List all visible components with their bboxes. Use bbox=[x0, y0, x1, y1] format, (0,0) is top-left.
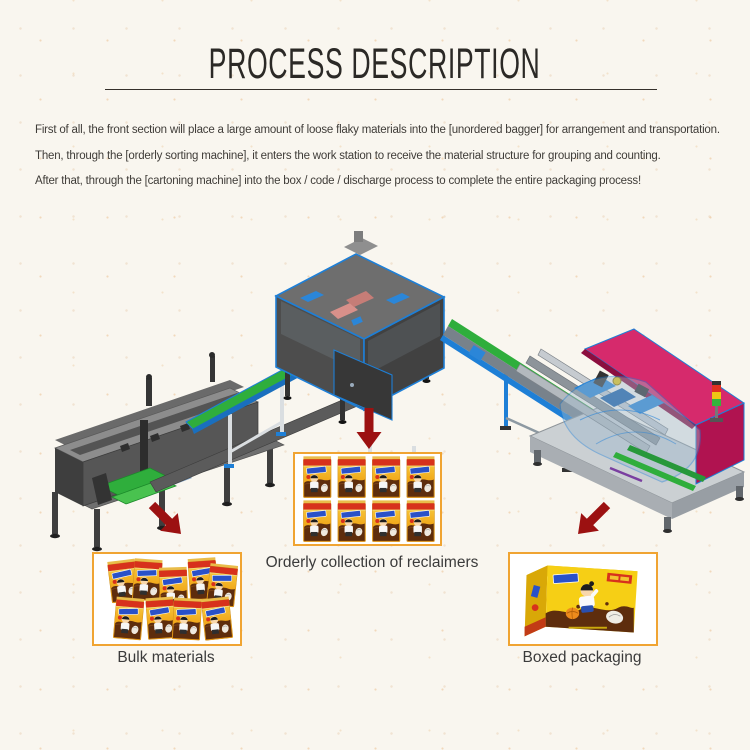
flow-arrow-to-boxed bbox=[578, 501, 611, 534]
orderly-collection-image bbox=[293, 452, 442, 546]
title-underline bbox=[105, 89, 657, 90]
transparent-guard bbox=[559, 375, 701, 483]
process-description: First of all, the front section will pla… bbox=[35, 118, 750, 195]
signal-tower-icon bbox=[710, 381, 723, 422]
boxed-packaging-caption: Boxed packaging bbox=[522, 649, 642, 666]
description-line-2: Then, through the [orderly sorting machi… bbox=[35, 149, 661, 162]
page-title: PROCESS DESCRIPTION bbox=[209, 40, 541, 88]
description-line-1: First of all, the front section will pla… bbox=[35, 124, 720, 136]
orderly-bags-graphic bbox=[302, 455, 435, 543]
bulk-bags-graphic bbox=[106, 556, 239, 641]
carton-box-graphic bbox=[524, 565, 638, 637]
bulk-materials-caption: Bulk materials bbox=[117, 649, 215, 666]
bulk-materials-image bbox=[92, 552, 242, 646]
carton-box-art bbox=[524, 565, 638, 637]
orderly-collection-caption: Orderly collection of reclaimers bbox=[265, 554, 479, 571]
orderly-sorting-machine bbox=[274, 231, 446, 424]
description-line-3: After that, through the [cartoning machi… bbox=[35, 175, 641, 187]
cartoning-machine bbox=[515, 328, 746, 533]
boxed-packaging-image bbox=[508, 552, 658, 646]
page-title-row: PROCESS DESCRIPTION bbox=[0, 40, 750, 89]
flow-arrow-to-orderly bbox=[356, 408, 382, 449]
machinery-diagram bbox=[50, 231, 746, 552]
flow-arrow-to-bulk bbox=[148, 501, 181, 534]
